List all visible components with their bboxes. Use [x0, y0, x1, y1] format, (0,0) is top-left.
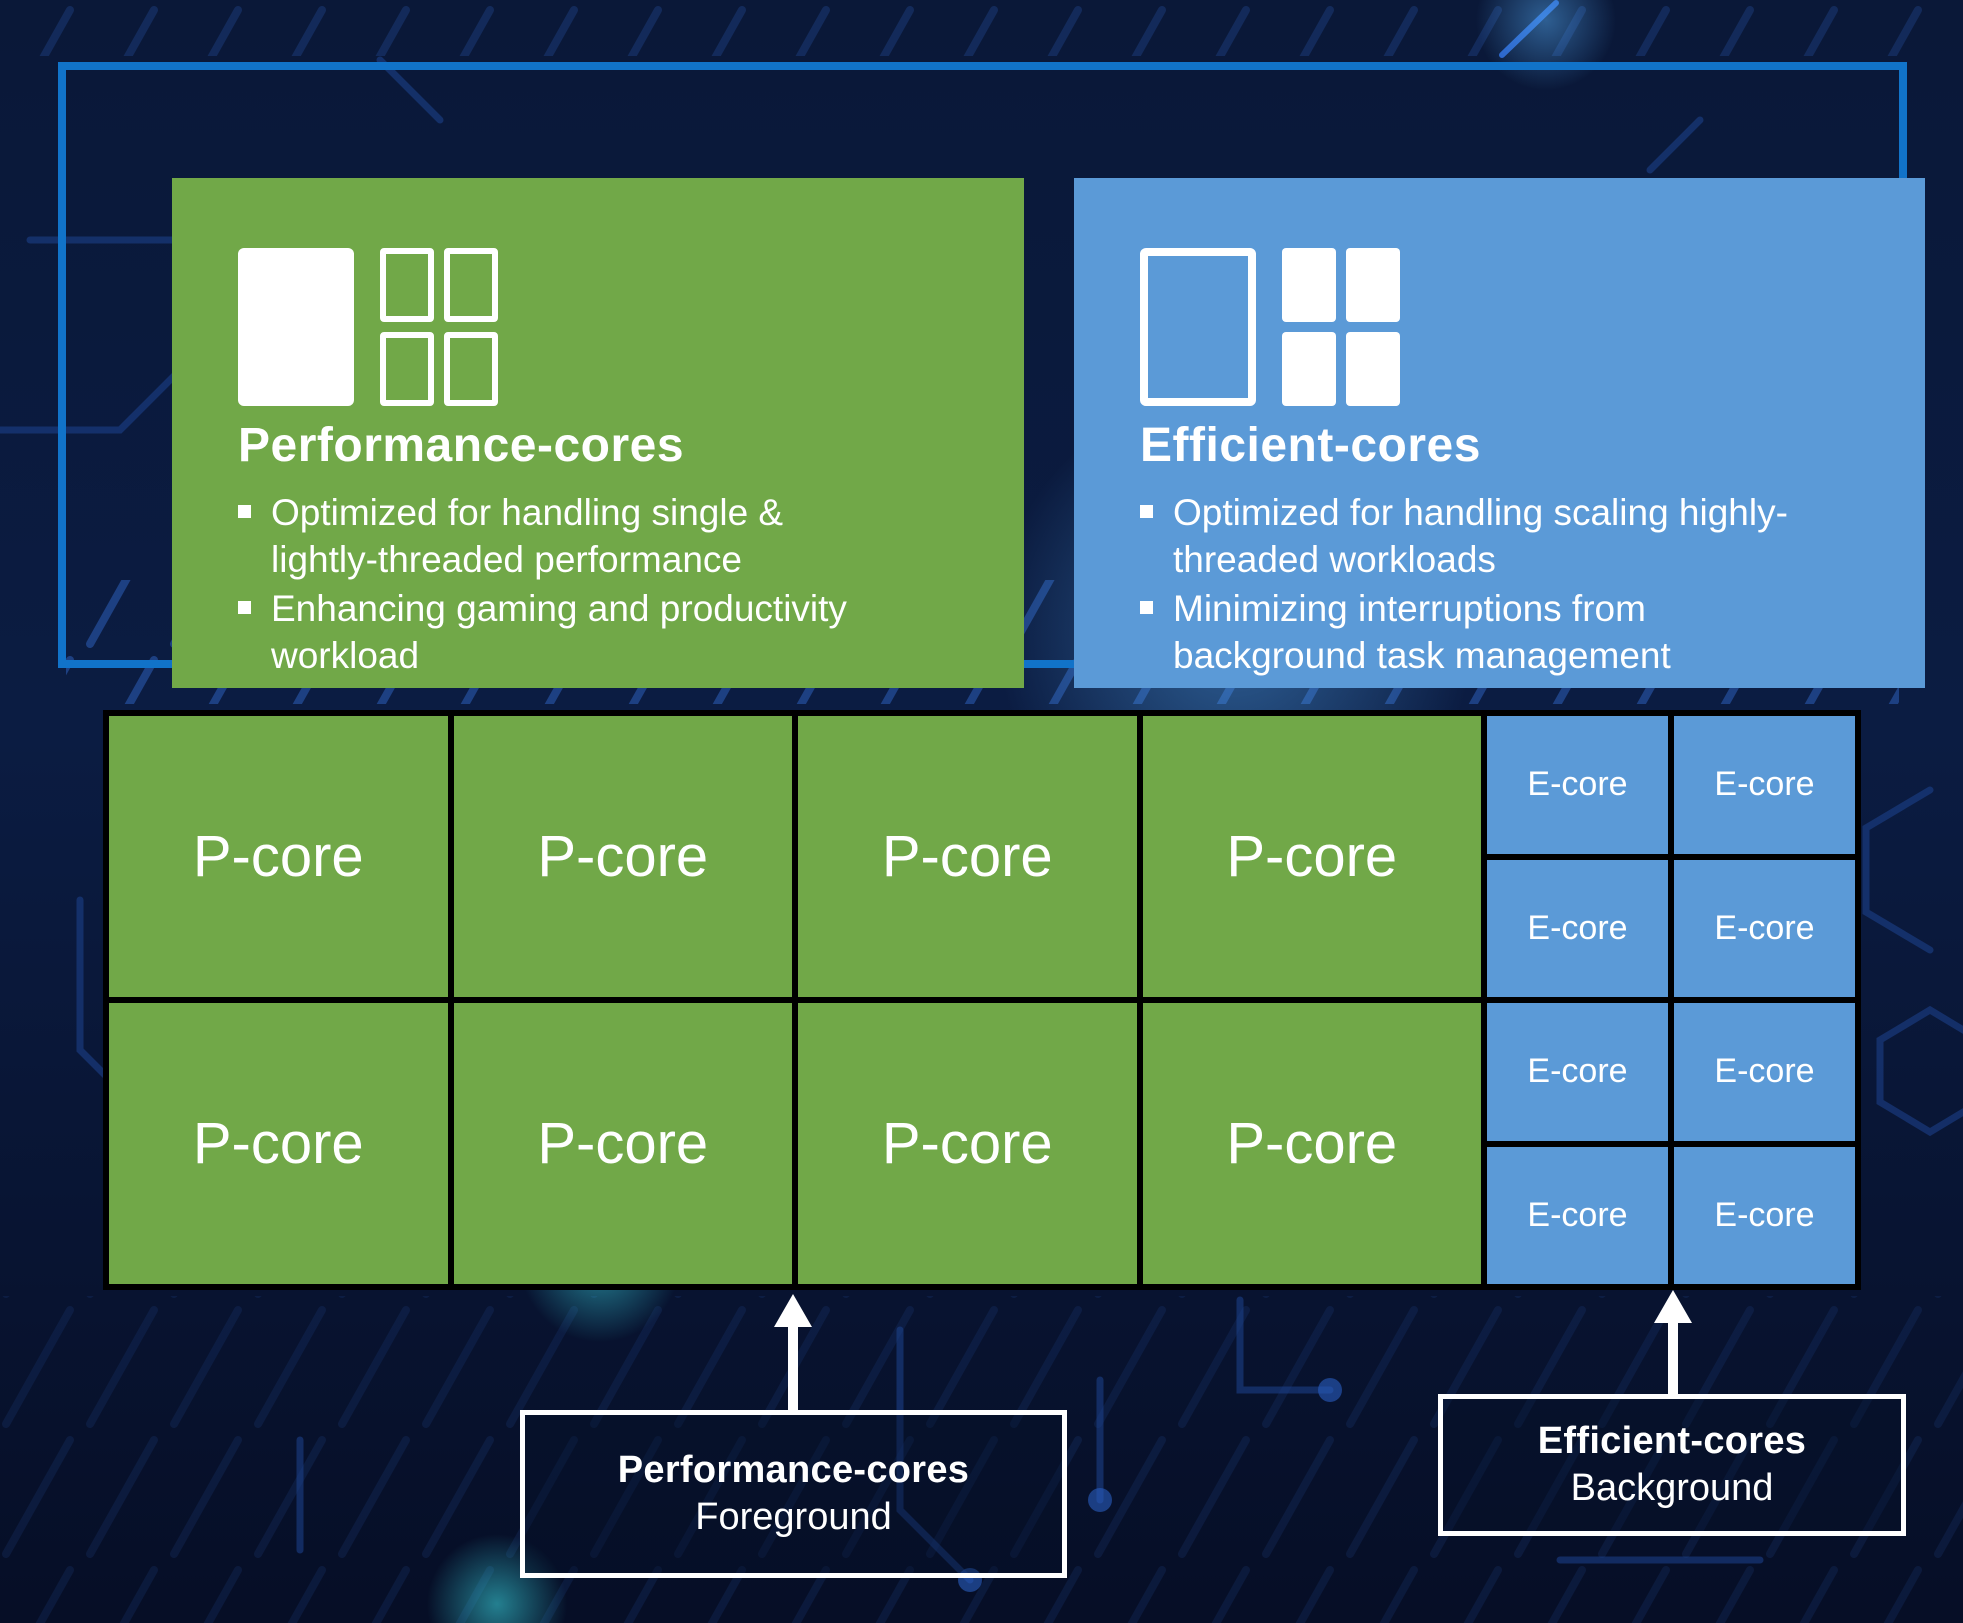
- e-core-cell: E-core: [1674, 1146, 1855, 1284]
- efficient-card-bullets: Optimized for handling scaling highly- t…: [1140, 489, 1889, 679]
- e-core-cell: E-core: [1674, 859, 1855, 997]
- p-core-icon: [238, 248, 988, 406]
- efficient-callout-title: Efficient-cores: [1537, 1420, 1807, 1462]
- e-core-icon: [1140, 248, 1889, 406]
- performance-callout-arrowhead-icon: [774, 1294, 812, 1327]
- p-core-cell: P-core: [1142, 1003, 1481, 1284]
- bullet-item: Optimized for handling single & lightly-…: [238, 489, 988, 583]
- square-bullet-icon: [1140, 600, 1153, 614]
- performance-cores-card: Performance-cores Optimized for handling…: [172, 178, 1024, 688]
- performance-callout-title: Performance-cores: [617, 1449, 970, 1491]
- e-core-cell: E-core: [1487, 859, 1668, 997]
- cpu-die-grid: P-core P-core P-core P-core P-core P-cor…: [103, 710, 1861, 1290]
- cores-overview-panel: Performance-cores Optimized for handling…: [58, 62, 1925, 688]
- square-bullet-icon: [238, 600, 251, 614]
- efficient-cores-callout: Efficient-cores Background: [1438, 1394, 1906, 1536]
- p-core-big-square-outline-icon: [1140, 248, 1256, 406]
- e-core-cell: E-core: [1674, 1003, 1855, 1141]
- performance-card-bullets: Optimized for handling single & lightly-…: [238, 489, 988, 679]
- performance-callout-arrow: [788, 1326, 798, 1412]
- performance-cores-callout: Performance-cores Foreground: [520, 1410, 1067, 1578]
- p-core-big-square-icon: [238, 248, 354, 406]
- e-core-small-squares-filled-icon: [1282, 248, 1400, 406]
- p-core-cell: P-core: [109, 1003, 448, 1284]
- bullet-item: Enhancing gaming and productivity worklo…: [238, 585, 988, 679]
- e-core-cell: E-core: [1674, 716, 1855, 854]
- e-core-cluster: E-core E-core E-core E-core E-core E-cor…: [1487, 716, 1855, 1284]
- efficient-cores-card: Efficient-cores Optimized for handling s…: [1074, 178, 1925, 688]
- p-core-cell: P-core: [1142, 716, 1481, 997]
- p-core-cluster: P-core P-core P-core P-core P-core P-cor…: [109, 716, 1481, 1284]
- efficient-callout-arrow: [1668, 1322, 1678, 1396]
- square-bullet-icon: [1140, 504, 1153, 518]
- efficient-callout-subtitle: Background: [1570, 1467, 1774, 1509]
- e-core-cell: E-core: [1487, 716, 1668, 854]
- square-bullet-icon: [238, 504, 251, 518]
- p-core-cell: P-core: [798, 716, 1137, 997]
- bullet-item: Minimizing interruptions from background…: [1140, 585, 1889, 679]
- efficient-card-title: Efficient-cores: [1140, 419, 1481, 472]
- performance-card-title: Performance-cores: [238, 419, 685, 472]
- efficient-callout-arrowhead-icon: [1654, 1290, 1692, 1323]
- p-core-cell: P-core: [109, 716, 448, 997]
- e-core-cell: E-core: [1487, 1146, 1668, 1284]
- p-core-cell: P-core: [798, 1003, 1137, 1284]
- bullet-item: Optimized for handling scaling highly- t…: [1140, 489, 1889, 583]
- p-core-cell: P-core: [453, 1003, 792, 1284]
- e-core-small-squares-icon: [380, 248, 498, 406]
- e-core-cell: E-core: [1487, 1003, 1668, 1141]
- performance-callout-subtitle: Foreground: [695, 1496, 892, 1538]
- p-core-cell: P-core: [453, 716, 792, 997]
